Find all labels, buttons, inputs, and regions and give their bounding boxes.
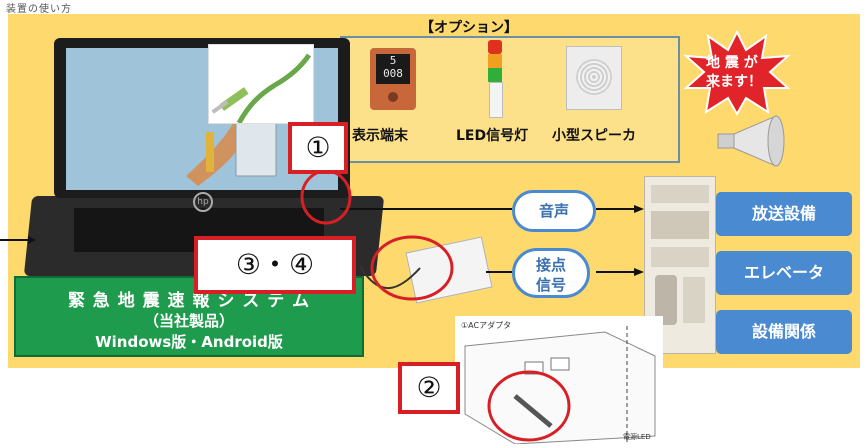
display-terminal-button (388, 92, 398, 102)
hp-logo: hp (193, 192, 213, 212)
audio-jack-photo (208, 44, 314, 125)
option-label-display-terminal: 表示端末 (352, 128, 408, 144)
audio-signal-pill: 音声 (512, 190, 596, 232)
system-versions: Windows版・Android版 (95, 333, 283, 351)
display-terminal-screen: 5 008 (376, 54, 410, 84)
system-subtitle: （当社製品） (143, 312, 234, 330)
contact-signal-pill: 接点 信号 (512, 248, 590, 298)
option-label-led-signal: LED信号灯 (456, 128, 529, 144)
option-label-small-speaker: 小型スピーカ (552, 128, 636, 144)
system-title: 緊 急 地 震 速 報 シ ス テ ム (67, 291, 311, 311)
audio-signal-label: 音声 (538, 202, 569, 220)
ac-adapter-inset: ①ACアダプタ 電源LED (455, 316, 663, 445)
ac-adapter-label: ①ACアダプタ (461, 321, 512, 330)
contact-signal-label-2: 信号 (535, 276, 566, 294)
small-speaker-icon (566, 46, 622, 110)
power-led-label: 電源LED (623, 433, 651, 441)
contact-signal-label-1: 接点 (535, 256, 566, 274)
display-reading-bottom: 008 (383, 67, 403, 80)
led-signal-light-icon (488, 40, 503, 118)
display-reading-top: 5 (389, 54, 397, 67)
display-terminal-icon: 5 008 (370, 48, 416, 110)
marker-3-4-box: ③・④ (194, 236, 356, 294)
header-note: 装置の使い方 (6, 4, 72, 15)
options-title: 【オプション】 (420, 20, 518, 36)
earthquake-alert-burst (683, 30, 791, 116)
alert-text-line2: 来ます！ (706, 74, 762, 90)
destination-broadcast-equipment: 放送設備 (716, 192, 852, 236)
marker-1-box: ① (288, 122, 348, 174)
marker-2-box: ② (398, 362, 460, 414)
megaphone-horn-icon (717, 115, 785, 167)
ac-adapter-drawing (464, 326, 656, 445)
destination-elevator: エレベータ (716, 251, 852, 295)
audio-cable-icon (211, 53, 312, 125)
destination-facility-equipment: 設備関係 (716, 310, 852, 354)
alert-text-line1: 地 震 が (706, 55, 758, 71)
